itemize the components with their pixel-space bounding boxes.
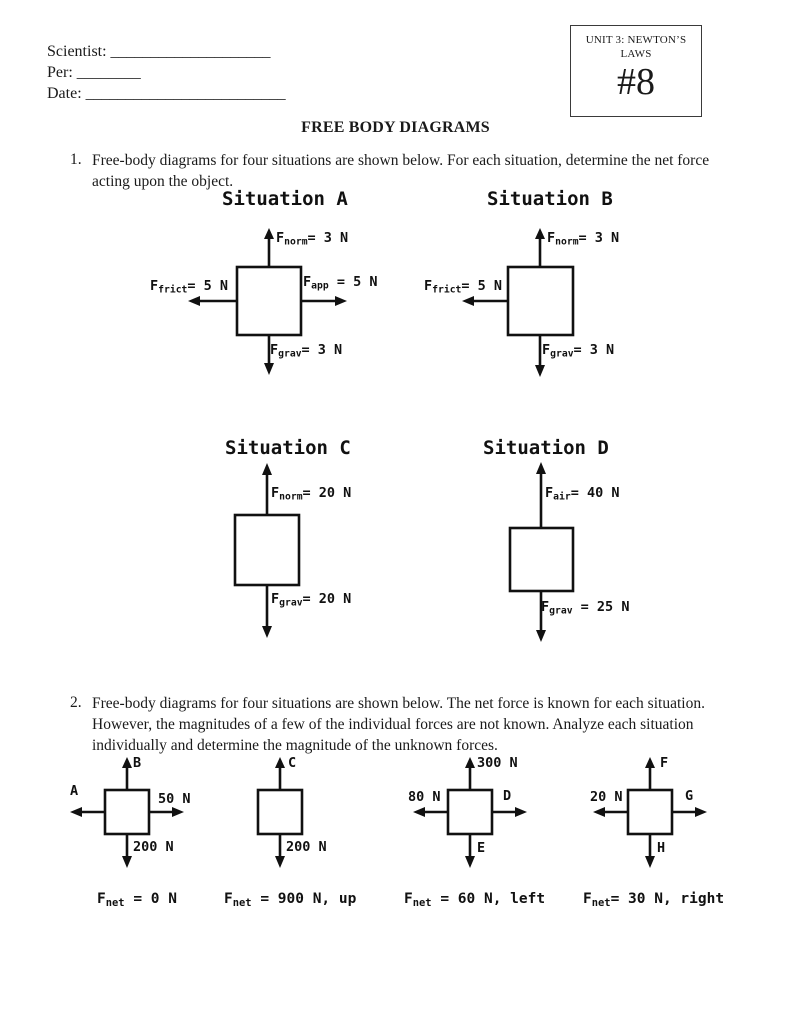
down-arrow — [535, 335, 545, 377]
down-arrow — [262, 585, 272, 638]
unit-title-line2: LAWS — [620, 48, 652, 61]
unit-title-line1: UNIT 3: NEWTON’S — [585, 34, 687, 46]
object-box — [508, 526, 575, 593]
force-label-fgrav: Fgrav= 20 N — [271, 591, 352, 609]
force-label-up: 300 N — [477, 755, 518, 771]
per-line: Per: ________ — [47, 64, 141, 81]
force-label-left: 20 N — [590, 789, 623, 805]
date-line: Date: _________________________ — [47, 85, 286, 102]
force-label-fgrav: Fgrav = 25 N — [541, 599, 630, 617]
page-title: FREE BODY DIAGRAMS — [301, 119, 490, 136]
force-label-down: E — [477, 840, 486, 856]
force-label-up: F — [660, 755, 669, 771]
fbd-b-arrows — [462, 228, 575, 377]
force-label-down: 200 N — [133, 839, 174, 855]
fbd-p2-arrows — [256, 757, 304, 868]
force-label-down: 200 N — [286, 839, 327, 855]
object-box — [446, 788, 494, 836]
fnet-label-3: Fnet = 60 N, left — [404, 891, 546, 909]
force-label-up: B — [133, 755, 142, 771]
q1-number: 1. — [70, 151, 82, 168]
force-label-fnorm: Fnorm= 3 N — [276, 230, 349, 248]
force-label-right: G — [685, 788, 694, 804]
q2-number: 2. — [70, 694, 82, 711]
situation-d-title: Situation D — [483, 437, 609, 459]
left-arrow — [593, 807, 628, 817]
fbd-problem-2: C 200 N — [210, 752, 360, 874]
fbd-problem-3: 300 N 80 N D E — [395, 752, 565, 874]
object-box — [233, 513, 301, 587]
force-label-left: 80 N — [408, 789, 441, 805]
up-arrow — [645, 757, 655, 790]
down-arrow — [264, 335, 274, 375]
fbd-problem-4: F 20 N G H — [575, 752, 745, 874]
fnet-label-1: Fnet = 0 N — [97, 891, 177, 909]
object-box — [235, 265, 303, 337]
up-arrow — [262, 463, 272, 515]
up-arrow — [122, 757, 132, 790]
right-arrow — [149, 807, 184, 817]
situation-a-title: Situation A — [222, 188, 348, 210]
force-label-ffrict: Ffrict= 5 N — [150, 278, 229, 296]
fbd-situation-d: Fair= 40 N Fgrav = 25 N — [420, 455, 670, 647]
right-arrow — [492, 807, 527, 817]
left-arrow — [188, 296, 237, 306]
down-arrow — [536, 591, 546, 642]
fbd-d-arrows — [508, 462, 575, 642]
fnet-label-2: Fnet = 900 N, up — [224, 891, 357, 909]
up-arrow — [465, 757, 475, 790]
left-arrow — [413, 807, 448, 817]
situation-c-title: Situation C — [225, 437, 351, 459]
left-arrow — [70, 807, 105, 817]
down-arrow — [122, 834, 132, 868]
q2-text: Free-body diagrams for four situations a… — [92, 695, 705, 754]
fbd-situation-b: Fnorm= 3 N Ffrict= 5 N Fgrav= 3 N — [420, 225, 670, 383]
fbd-c-arrows — [233, 463, 301, 638]
fbd-p4-arrows — [593, 757, 707, 868]
left-arrow — [462, 296, 508, 306]
force-label-fair: Fair= 40 N — [545, 485, 620, 503]
situation-b-title: Situation B — [487, 188, 613, 210]
force-label-fnorm: Fnorm= 20 N — [271, 485, 352, 503]
up-arrow — [536, 462, 546, 528]
force-label-ffrict: Ffrict= 5 N — [424, 278, 503, 296]
right-arrow — [301, 296, 347, 306]
scientist-line: Scientist: ____________________ — [47, 43, 271, 60]
force-label-right: D — [503, 788, 512, 804]
force-label-fgrav: Fgrav= 3 N — [542, 342, 615, 360]
force-label-fapp: Fapp = 5 N — [303, 274, 378, 292]
object-box — [256, 788, 304, 836]
up-arrow — [264, 228, 274, 267]
down-arrow — [465, 834, 475, 868]
force-label-left: A — [70, 783, 79, 799]
up-arrow — [275, 757, 285, 790]
down-arrow — [645, 834, 655, 868]
q1-text: Free-body diagrams for four situations a… — [92, 152, 710, 190]
force-label-fnorm: Fnorm= 3 N — [547, 230, 620, 248]
force-label-down: H — [657, 840, 666, 856]
right-arrow — [672, 807, 707, 817]
object-box — [626, 788, 674, 836]
fbd-problem-1: B A 50 N 200 N — [55, 752, 215, 874]
fnet-label-4: Fnet= 30 N, right — [583, 891, 725, 909]
unit-header-box: UNIT 3: NEWTON’S LAWS #8 — [570, 25, 702, 117]
force-label-up: C — [288, 755, 297, 771]
fbd-p1-arrows — [70, 757, 184, 868]
up-arrow — [535, 228, 545, 267]
fbd-situation-c: Fnorm= 20 N Fgrav= 20 N — [140, 455, 390, 647]
force-label-right: 50 N — [158, 791, 191, 807]
down-arrow — [275, 834, 285, 868]
object-box — [103, 788, 151, 836]
fbd-situation-a: Fnorm= 3 N Ffrict= 5 N Fapp = 5 N Fgrav=… — [140, 225, 390, 383]
object-box — [506, 265, 575, 337]
worksheet-number: #8 — [617, 60, 655, 103]
fbd-a-arrows — [188, 228, 347, 375]
fbd-p3-arrows — [413, 757, 527, 868]
force-label-fgrav: Fgrav= 3 N — [270, 342, 343, 360]
